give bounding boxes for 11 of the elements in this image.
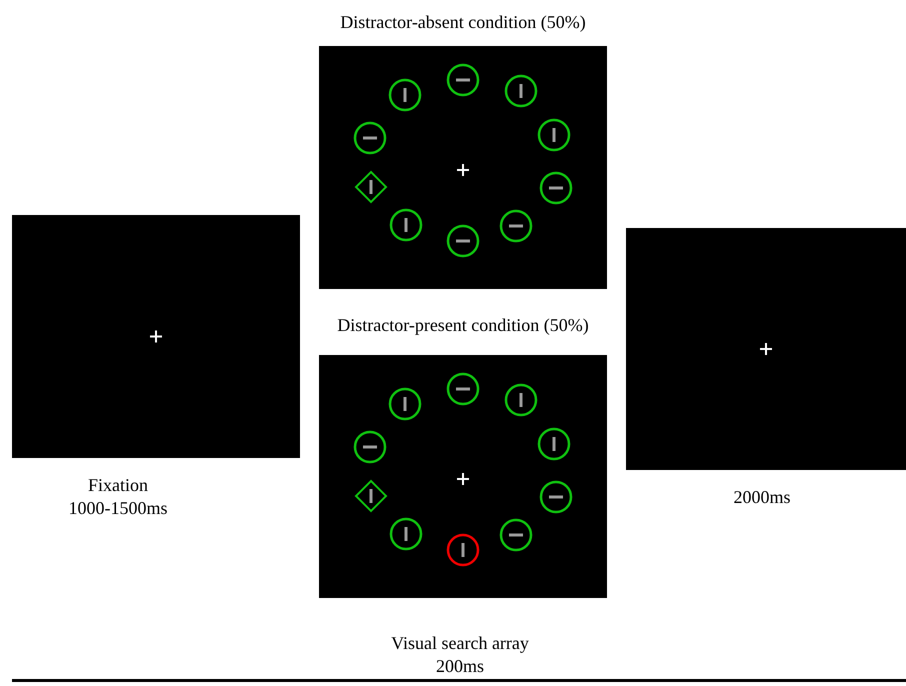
duration-label: 200ms bbox=[434, 655, 485, 677]
fixation-screen bbox=[626, 228, 906, 470]
condition-heading: Distractor-absent condition (50%) bbox=[339, 11, 587, 33]
fixation-screen bbox=[12, 215, 300, 458]
phase-label: Visual search array bbox=[390, 632, 530, 654]
search-array-screen bbox=[319, 355, 607, 598]
condition-heading: Distractor-present condition (50%) bbox=[336, 314, 590, 336]
duration-label: 2000ms bbox=[732, 486, 792, 508]
search-array-screen bbox=[319, 46, 607, 289]
phase-label: Fixation bbox=[86, 474, 149, 496]
duration-label: 1000-1500ms bbox=[68, 497, 168, 519]
